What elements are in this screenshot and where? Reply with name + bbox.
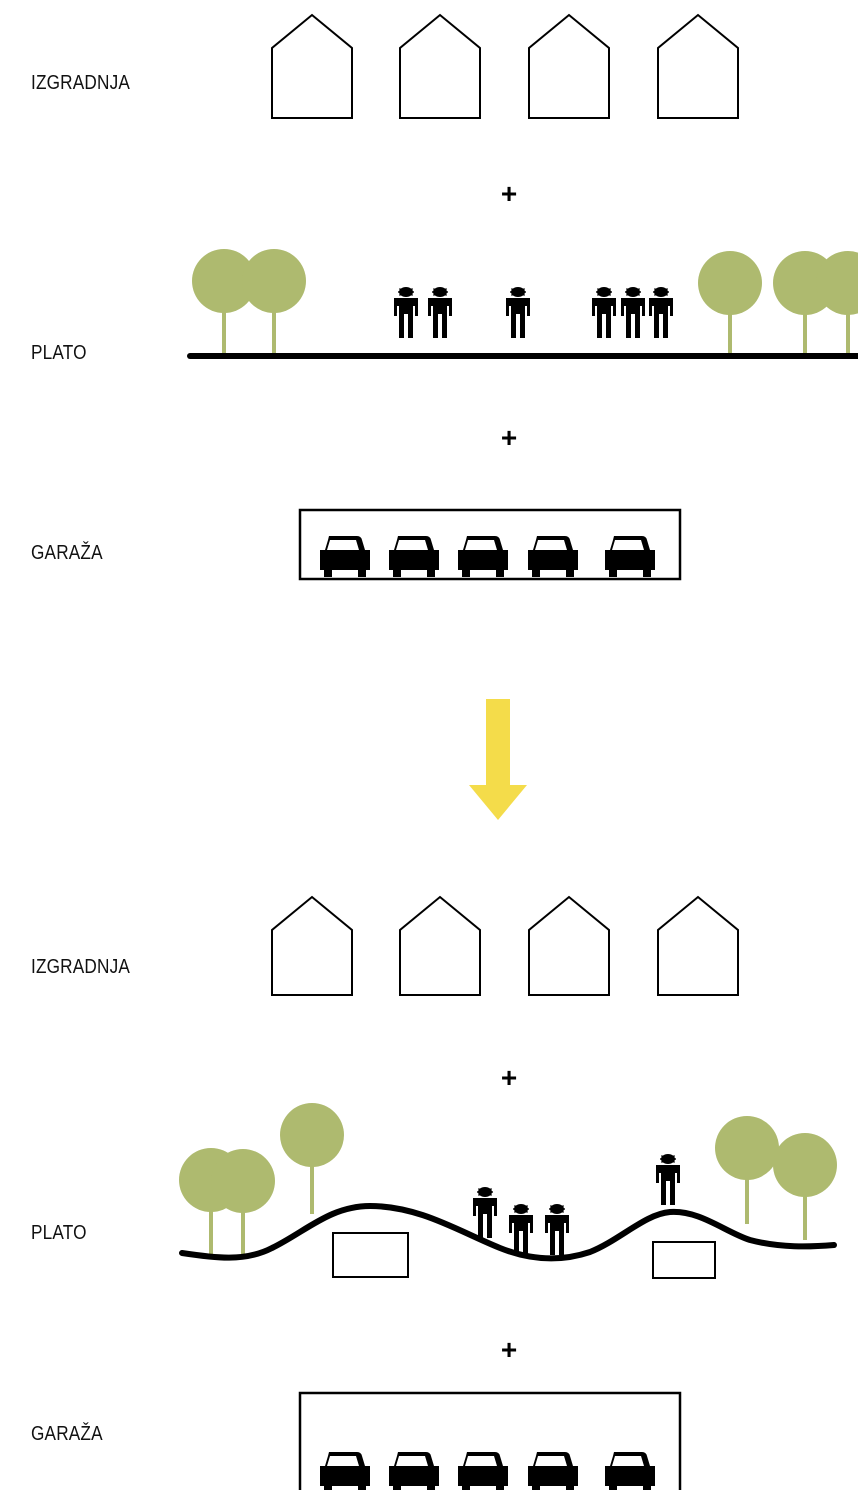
person-icon <box>508 1203 534 1256</box>
house-icon <box>657 895 739 996</box>
plaza-wave-line <box>179 1202 837 1262</box>
garage-box <box>298 1391 682 1490</box>
house-icon <box>528 895 610 996</box>
tree-icon <box>242 249 306 356</box>
car-icon <box>458 1452 508 1490</box>
tree-icon <box>211 1149 275 1258</box>
label-izgradnja-before: IZGRADNJA <box>31 72 131 94</box>
house-icon <box>271 895 353 996</box>
house-icon <box>399 13 481 119</box>
arrow-down-icon <box>469 699 527 820</box>
tree-icon <box>698 251 762 356</box>
person-icon <box>591 286 617 339</box>
plus-sign-3: + <box>500 1062 518 1093</box>
house-icon <box>657 13 739 119</box>
plus-sign-2: + <box>500 422 518 453</box>
house-icon <box>271 13 353 119</box>
tree-icon <box>816 251 858 356</box>
car-icon <box>605 536 655 577</box>
house-icon <box>528 13 610 119</box>
tree-icon <box>773 1133 837 1240</box>
label-plato-before: PLATO <box>31 342 87 364</box>
car-icon <box>389 1452 439 1490</box>
car-icon <box>458 536 508 577</box>
skylight-box <box>332 1232 409 1278</box>
tree-icon <box>280 1103 344 1214</box>
person-icon <box>620 286 646 339</box>
label-garaza-after: GARAŽA <box>31 1423 103 1445</box>
plus-sign-1: + <box>500 178 518 209</box>
car-icon <box>605 1452 655 1490</box>
person-icon <box>544 1203 570 1256</box>
car-icon <box>389 536 439 577</box>
person-icon <box>648 286 674 339</box>
car-icon <box>528 1452 578 1490</box>
car-icon <box>320 1452 370 1490</box>
skylight-box <box>652 1241 716 1279</box>
tree-icon <box>715 1116 779 1224</box>
person-icon <box>472 1186 498 1239</box>
tree-icon <box>192 249 256 356</box>
person-icon <box>427 286 453 339</box>
person-icon <box>393 286 419 339</box>
person-icon <box>505 286 531 339</box>
label-izgradnja-after: IZGRADNJA <box>31 956 131 978</box>
label-garaza-before: GARAŽA <box>31 542 103 564</box>
house-icon <box>399 895 481 996</box>
car-icon <box>528 536 578 577</box>
person-icon <box>655 1153 681 1206</box>
car-icon <box>320 536 370 577</box>
label-plato-after: PLATO <box>31 1222 87 1244</box>
plus-sign-4: + <box>500 1334 518 1365</box>
garage-box <box>298 508 682 581</box>
